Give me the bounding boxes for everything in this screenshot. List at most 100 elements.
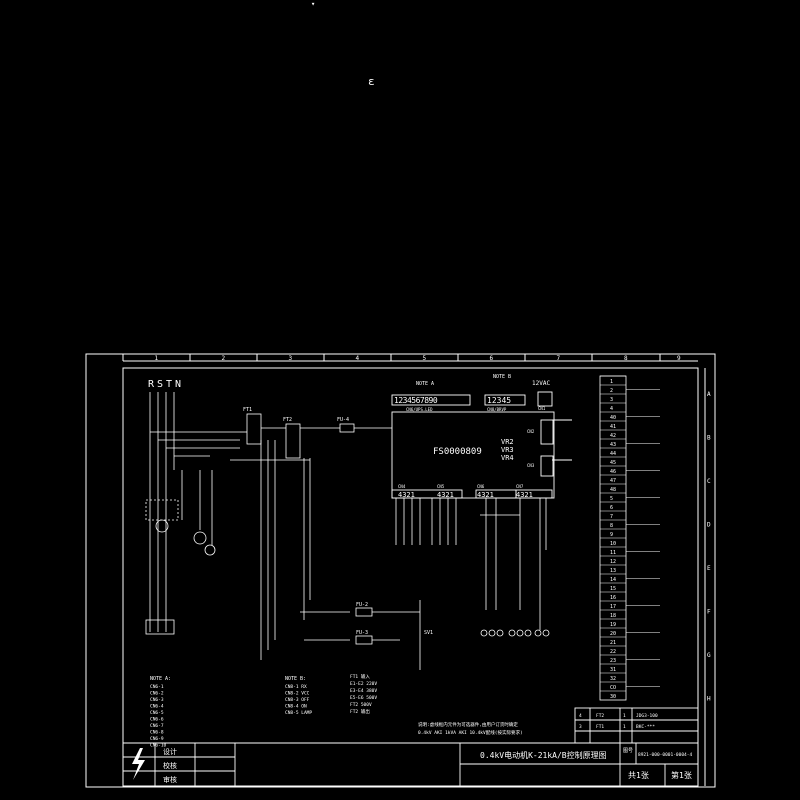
- parts-table-cell: JDG3-100: [636, 713, 658, 719]
- row-label: F: [707, 609, 711, 616]
- note-b-item: CN8-1 RX: [285, 684, 307, 690]
- terminal-number: 9: [610, 532, 613, 538]
- bottom-connector-digits: 4321: [437, 491, 454, 499]
- note-a-item: CN6-10: [150, 743, 167, 749]
- terminal-number: 21: [610, 640, 616, 646]
- note-a-item: CN6-7: [150, 723, 164, 729]
- terminal-number: 15: [610, 586, 616, 592]
- bottom-connector-digits: 4321: [516, 491, 533, 499]
- remark-line-2: 0.4kV AKI 1kVA AKI 10.4kV配线(按实际要求): [418, 729, 523, 736]
- controller-box: [391, 391, 572, 499]
- remark-line-1: 说明:虚线框内元件为可选器件,由用户订货时确定: [418, 721, 518, 728]
- drawing-frame: [85, 353, 716, 788]
- vac-label: 12VAC: [532, 380, 550, 387]
- terminal-number: 8: [610, 523, 613, 529]
- row-label: C: [707, 478, 711, 485]
- terminal-number: 1: [610, 379, 613, 385]
- column-label: 8: [624, 355, 628, 362]
- note-a-item: CN6-6: [150, 717, 164, 723]
- column-label: 1: [155, 355, 159, 362]
- ft-spec-line: E1-E2 220V: [350, 681, 377, 687]
- fu3-label: FU-3: [356, 630, 368, 636]
- terminal-number: 30: [610, 694, 616, 700]
- sheet-number: 第1张: [671, 770, 692, 780]
- sv1-label: SV1: [424, 630, 433, 636]
- mains-section: [145, 392, 240, 635]
- terminal-number: 19: [610, 622, 616, 628]
- column-label: 3: [289, 355, 293, 362]
- note-a-item: CN6-8: [150, 730, 164, 736]
- terminal-number: CO: [610, 685, 616, 691]
- terminal-number: 31: [610, 667, 616, 673]
- parts-table-cell: FT2: [596, 713, 604, 719]
- parts-table-cell: 1: [623, 713, 626, 719]
- b-connector-digits: 12345: [487, 396, 511, 405]
- ft-spec-line: FT2 输出: [350, 708, 370, 715]
- notes-area: NOTE A: CN6-1CN6-2CN6-3CN6-4CN6-5CN6-6CN…: [150, 673, 523, 749]
- terminal-strip: 1234404142434445464748567891011121314151…: [599, 375, 660, 701]
- ft-spec-line: E3-E4 380V: [350, 688, 377, 694]
- terminal-number: 32: [610, 676, 616, 682]
- note-b-item: CN8-2 VCC: [285, 691, 310, 697]
- row-label: H: [707, 696, 711, 703]
- bottom-connector-name: CN4: [398, 484, 406, 489]
- controller-id: FS0000809: [433, 447, 482, 457]
- ft-spec-line: E5-E6 500V: [350, 695, 377, 701]
- drawing-title: 0.4kV电动机K-21kA/B控制原理图: [480, 750, 607, 760]
- led-connector-digits: 1234567890: [394, 396, 438, 405]
- note-b-label: NOTE B: [493, 374, 511, 380]
- terminal-number: 17: [610, 604, 616, 610]
- row-label: E: [707, 565, 711, 572]
- top-marker: ▾: [311, 0, 315, 8]
- title-block: [123, 707, 699, 786]
- role-check: 校核: [163, 761, 177, 770]
- note-a-item: CN6-1: [150, 684, 164, 690]
- parts-table-cell: 3: [579, 724, 582, 730]
- terminal-number: 13: [610, 568, 616, 574]
- led-connector-name: CN6/UPS.LED: [406, 407, 433, 412]
- terminal-number: 43: [610, 442, 616, 448]
- ft1-label: FT1: [243, 407, 252, 413]
- terminal-number: 6: [610, 505, 613, 511]
- terminal-number: 22: [610, 649, 616, 655]
- role-approve: 审核: [163, 775, 177, 784]
- note-a-item: CN6-3: [150, 697, 164, 703]
- connector-cn3: CN3: [527, 463, 535, 468]
- row-label: D: [707, 522, 711, 529]
- note-b-item: CN8-4 ON: [285, 704, 307, 710]
- note-b-item: CN8-5 LAMP: [285, 710, 312, 716]
- row-label: G: [707, 652, 711, 659]
- ft-spec-line: FT1 输入: [350, 673, 370, 680]
- drawing-no-label: 图号: [623, 748, 633, 754]
- terminal-number: 10: [610, 541, 616, 547]
- parts-table-cell: 4: [579, 713, 582, 719]
- ft2-label: FT2: [283, 417, 292, 423]
- role-design: 设计: [163, 747, 177, 756]
- vr4-label: VR4: [501, 454, 514, 462]
- transformer-section: [230, 413, 421, 670]
- terminal-number: 3: [610, 397, 613, 403]
- terminal-number: 2: [610, 388, 613, 394]
- b-connector-name: CN8/BRVP: [487, 407, 507, 412]
- terminal-number: 23: [610, 658, 616, 664]
- parts-table-cell: FT1: [596, 724, 604, 730]
- terminal-number: 4: [610, 406, 613, 412]
- column-label: 5: [423, 355, 427, 362]
- connector-cn2: CN2: [527, 429, 535, 434]
- note-a-item: CN6-9: [150, 736, 164, 742]
- terminal-number: 14: [610, 577, 616, 583]
- ft-spec-line: FT2 500V: [350, 702, 372, 708]
- row-label: A: [707, 391, 711, 398]
- sheet-total: 共1张: [628, 771, 649, 780]
- relay-outputs: [395, 498, 550, 637]
- column-label: 9: [677, 355, 681, 362]
- terminal-number: 46: [610, 469, 616, 475]
- fu4-label: FU-4: [337, 417, 349, 423]
- terminal-number: 20: [610, 631, 616, 637]
- terminal-number: 40: [610, 415, 616, 421]
- terminal-number: 44: [610, 451, 616, 457]
- vr3-label: VR3: [501, 446, 514, 454]
